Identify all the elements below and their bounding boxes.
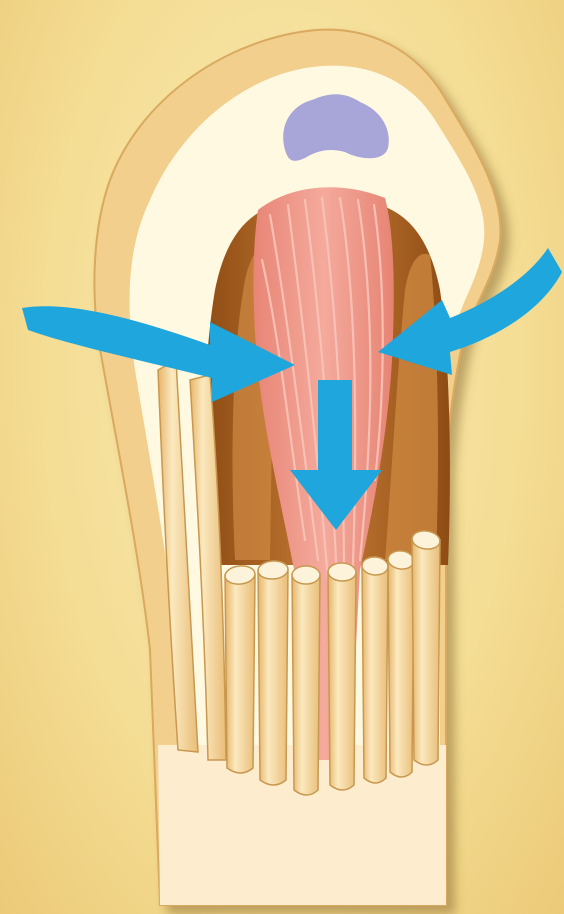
tube <box>387 550 415 777</box>
tube <box>292 566 320 795</box>
tube <box>411 529 441 765</box>
tube <box>328 563 357 790</box>
tube <box>361 556 388 783</box>
tube <box>224 564 256 773</box>
tube <box>257 560 288 785</box>
